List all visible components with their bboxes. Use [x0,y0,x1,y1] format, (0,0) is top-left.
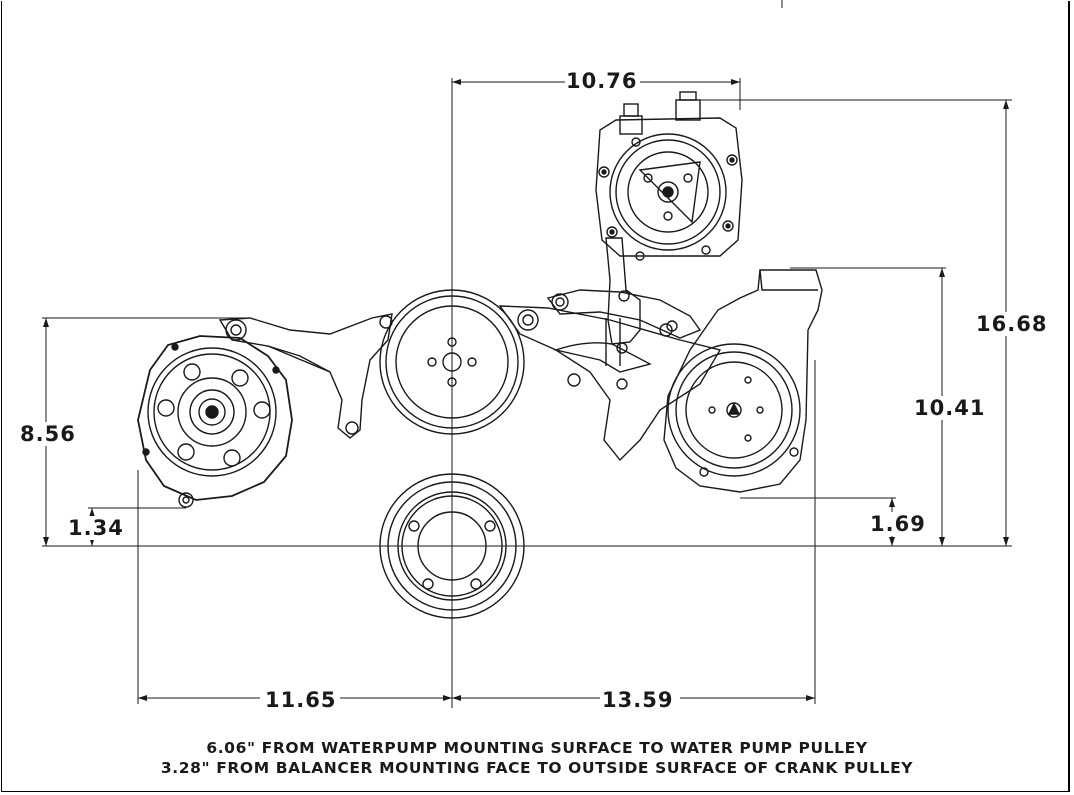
ac-mount-bracket [546,237,702,366]
dim-bottom-widths [137,360,816,704]
dim-top-width [452,78,741,110]
right-bracket [498,305,722,462]
dim-overall-height [690,99,1012,546]
note-waterpump: 6.06" FROM WATERPUMP MOUNTING SURFACE TO… [206,739,868,757]
left-bracket [218,313,393,439]
dim-label-top-width: 10.76 [566,69,638,93]
dim-label-overall-height: 16.68 [976,312,1048,336]
ac-compressor [595,91,743,261]
alternator [137,335,293,508]
dim-label-right-width: 13.59 [602,688,674,712]
crank-pulley [379,473,525,619]
power-steering-pump [663,269,823,493]
dim-label-pump-height: 10.41 [914,396,986,420]
water-pump-pulley [379,289,525,435]
dim-label-right-offset: 1.69 [870,512,926,536]
dim-label-left-width: 11.65 [265,688,337,712]
arrowheads [43,79,1009,701]
note-balancer: 3.28" FROM BALANCER MOUNTING FACE TO OUT… [160,759,914,777]
dim-label-left-height: 8.56 [20,422,76,446]
dim-label-left-offset: 1.34 [68,516,124,540]
reference-lines [42,78,1012,708]
